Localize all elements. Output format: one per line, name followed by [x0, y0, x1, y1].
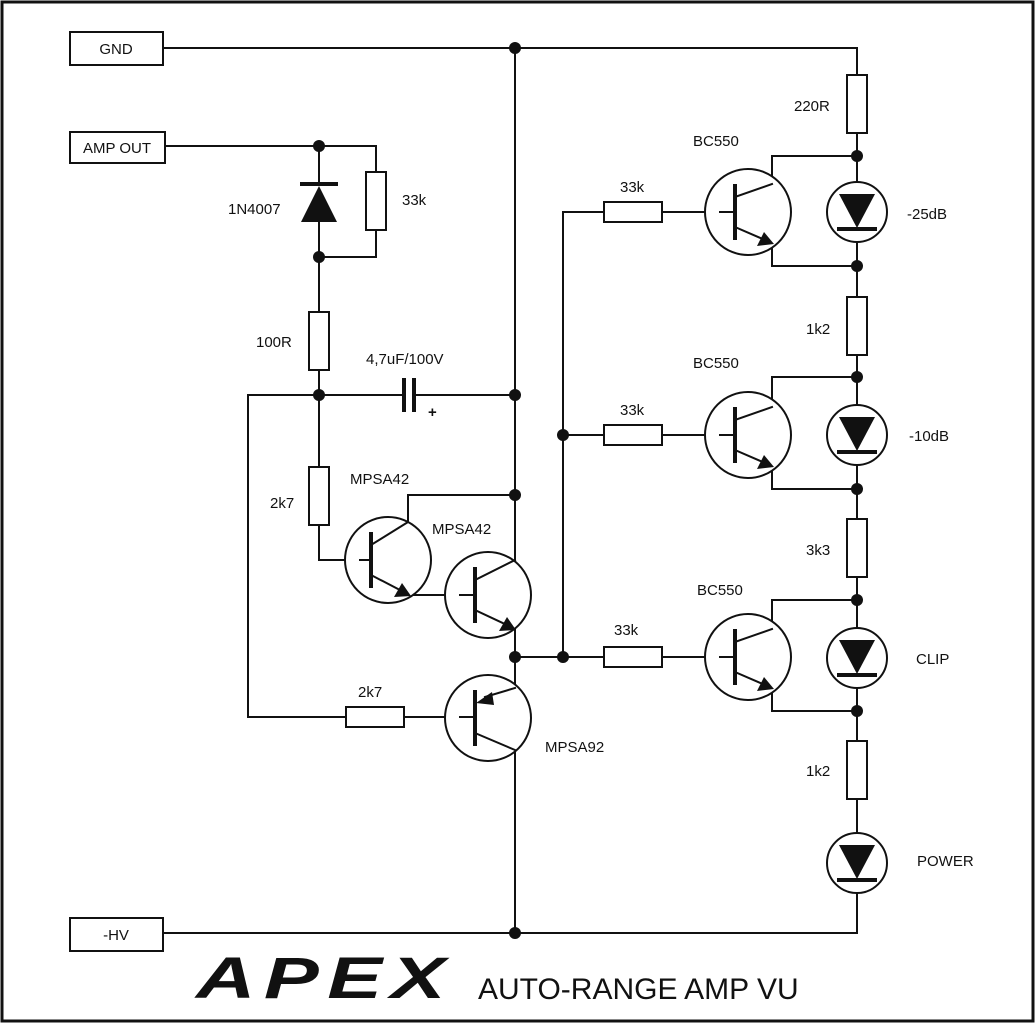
- led-4: [826, 832, 888, 894]
- led-2: [826, 404, 888, 466]
- resistor-33k-diode: [365, 171, 387, 231]
- transistor-bc550-3-label: BC550: [697, 582, 743, 599]
- resistor-1k2-a-label: 1k2: [806, 321, 830, 338]
- terminal-amp-out: AMP OUT: [69, 131, 166, 164]
- apex-logo: APEX: [193, 946, 454, 1011]
- resistor-220r: [846, 74, 868, 134]
- led-3-label: CLIP: [916, 651, 949, 668]
- resistor-2k7-b: [345, 706, 405, 728]
- transistor-bc550-2: [704, 391, 792, 479]
- terminal-amp-out-label: AMP OUT: [83, 140, 151, 157]
- capacitor-plus-sign: +: [428, 404, 437, 421]
- transistor-mpsa42-a: [344, 516, 432, 604]
- resistor-100r-label: 100R: [256, 334, 292, 351]
- resistor-100r: [308, 311, 330, 371]
- resistor-33k-2: [603, 424, 663, 446]
- resistor-2k7-a: [308, 466, 330, 526]
- transistor-bc550-1-label: BC550: [693, 133, 739, 150]
- diagram-title: AUTO-RANGE AMP VU: [478, 973, 799, 1006]
- transistor-mpsa92-label: MPSA92: [545, 739, 604, 756]
- resistor-33k-2-label: 33k: [620, 402, 645, 419]
- transistor-mpsa42-b-label: MPSA42: [432, 521, 491, 538]
- resistor-220r-label: 220R: [794, 98, 830, 115]
- resistor-1k2-a: [846, 296, 868, 356]
- diode-1n4007-label: 1N4007: [228, 201, 281, 218]
- resistor-3k3-label: 3k3: [806, 542, 830, 559]
- transistor-mpsa42-a-label: MPSA42: [350, 471, 409, 488]
- transistor-bc550-3: [704, 613, 792, 701]
- led-1: [826, 181, 888, 243]
- diode-1n4007: [300, 182, 338, 222]
- resistor-2k7-a-label: 2k7: [270, 495, 294, 512]
- led-2-label: -10dB: [909, 428, 949, 445]
- led-3: [826, 627, 888, 689]
- transistor-bc550-2-label: BC550: [693, 355, 739, 372]
- resistor-33k-1-label: 33k: [620, 179, 645, 196]
- terminal-gnd-label: GND: [99, 41, 133, 58]
- resistor-1k2-b: [846, 740, 868, 800]
- transistor-bc550-1: [704, 168, 792, 256]
- resistor-3k3: [846, 518, 868, 578]
- capacitor-4u7: [402, 378, 416, 412]
- resistor-2k7-b-label: 2k7: [358, 684, 382, 701]
- resistor-33k-3-label: 33k: [614, 622, 639, 639]
- resistor-33k-1: [603, 201, 663, 223]
- terminal-gnd: GND: [69, 31, 164, 66]
- resistor-1k2-b-label: 1k2: [806, 763, 830, 780]
- resistor-33k-3: [603, 646, 663, 668]
- led-4-label: POWER: [917, 853, 974, 870]
- led-1-label: -25dB: [907, 206, 947, 223]
- transistor-mpsa42-b: [444, 551, 532, 639]
- capacitor-4u7-label: 4,7uF/100V: [366, 351, 444, 368]
- resistor-33k-diode-label: 33k: [402, 192, 427, 209]
- junction-dots: [313, 42, 863, 939]
- terminal-minus-hv-label: -HV: [103, 927, 129, 944]
- terminal-minus-hv: -HV: [69, 917, 164, 952]
- transistor-mpsa92: [444, 674, 532, 762]
